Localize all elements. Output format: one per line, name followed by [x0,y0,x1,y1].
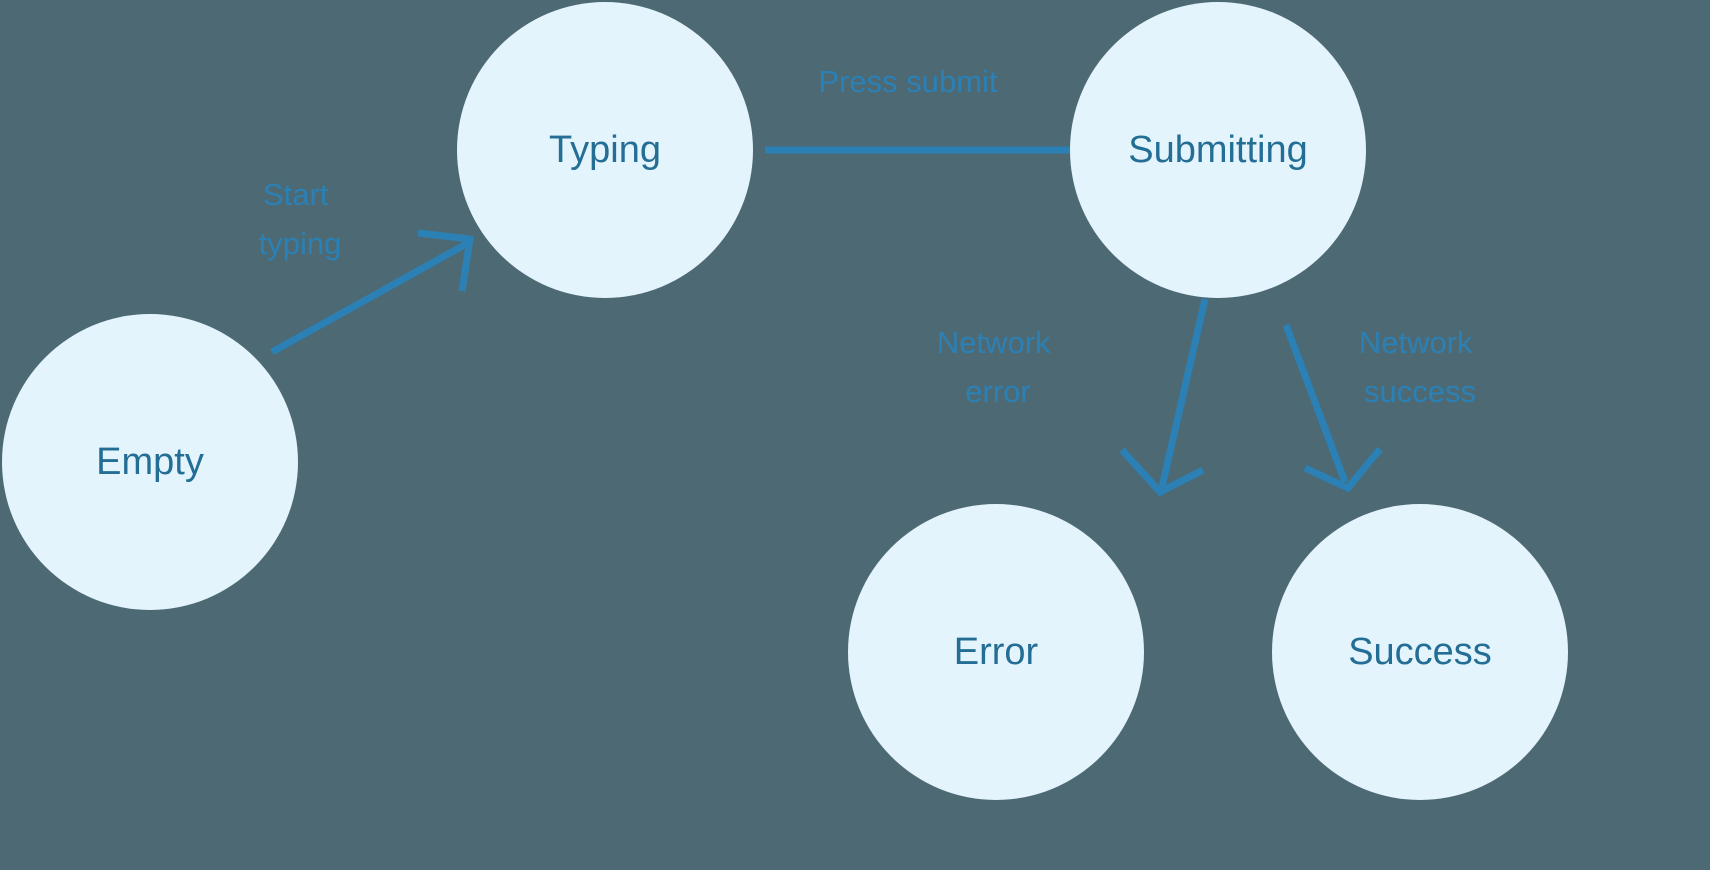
state-node-submitting-label: Submitting [1128,129,1308,171]
state-node-empty-circle[interactable] [2,314,298,610]
state-node-success[interactable]: Success [1272,504,1568,800]
edge-label-line: typing [259,226,342,261]
edge-empty-to-typing: Start typing [259,177,475,356]
state-node-error-circle[interactable] [848,504,1144,800]
edge-empty-to-typing-arrowhead [417,229,475,292]
state-node-error-label: Error [954,631,1039,673]
edge-label-line: Network [937,325,1051,360]
state-node-empty[interactable]: Empty [2,314,298,610]
state-node-success-label: Success [1348,631,1492,673]
state-node-submitting[interactable]: Submitting [1070,2,1366,298]
edge-submitting-to-success-label: Network success [1359,325,1481,409]
edge-typing-to-submitting-label: Press submit [818,64,998,99]
edge-submitting-to-error-line [1158,298,1209,488]
edge-label-line: Network [1359,325,1473,360]
state-node-typing[interactable]: Typing [457,2,753,298]
state-node-submitting-circle[interactable] [1070,2,1366,298]
edge-submitting-to-success-arrowhead [1303,446,1383,493]
edge-label-line: error [965,374,1030,409]
edge-submitting-to-error: Network error [937,298,1209,497]
state-node-typing-circle[interactable] [457,2,753,298]
edge-submitting-to-error-label: Network error [937,325,1059,409]
edge-empty-to-typing-line [270,239,470,356]
edge-submitting-to-success: Network success [1282,323,1481,493]
state-node-success-circle[interactable] [1272,504,1568,800]
state-node-empty-label: Empty [96,441,204,483]
edge-submitting-to-error-arrowhead [1119,447,1205,497]
edge-empty-to-typing-label: Start typing [259,177,342,261]
edge-label-line: Press submit [818,64,998,99]
state-node-typing-label: Typing [549,129,661,171]
edge-label-line: Start [263,177,329,212]
edge-submitting-to-success-line [1282,323,1349,484]
edge-label-line: success [1364,374,1476,409]
state-node-error[interactable]: Error [848,504,1144,800]
